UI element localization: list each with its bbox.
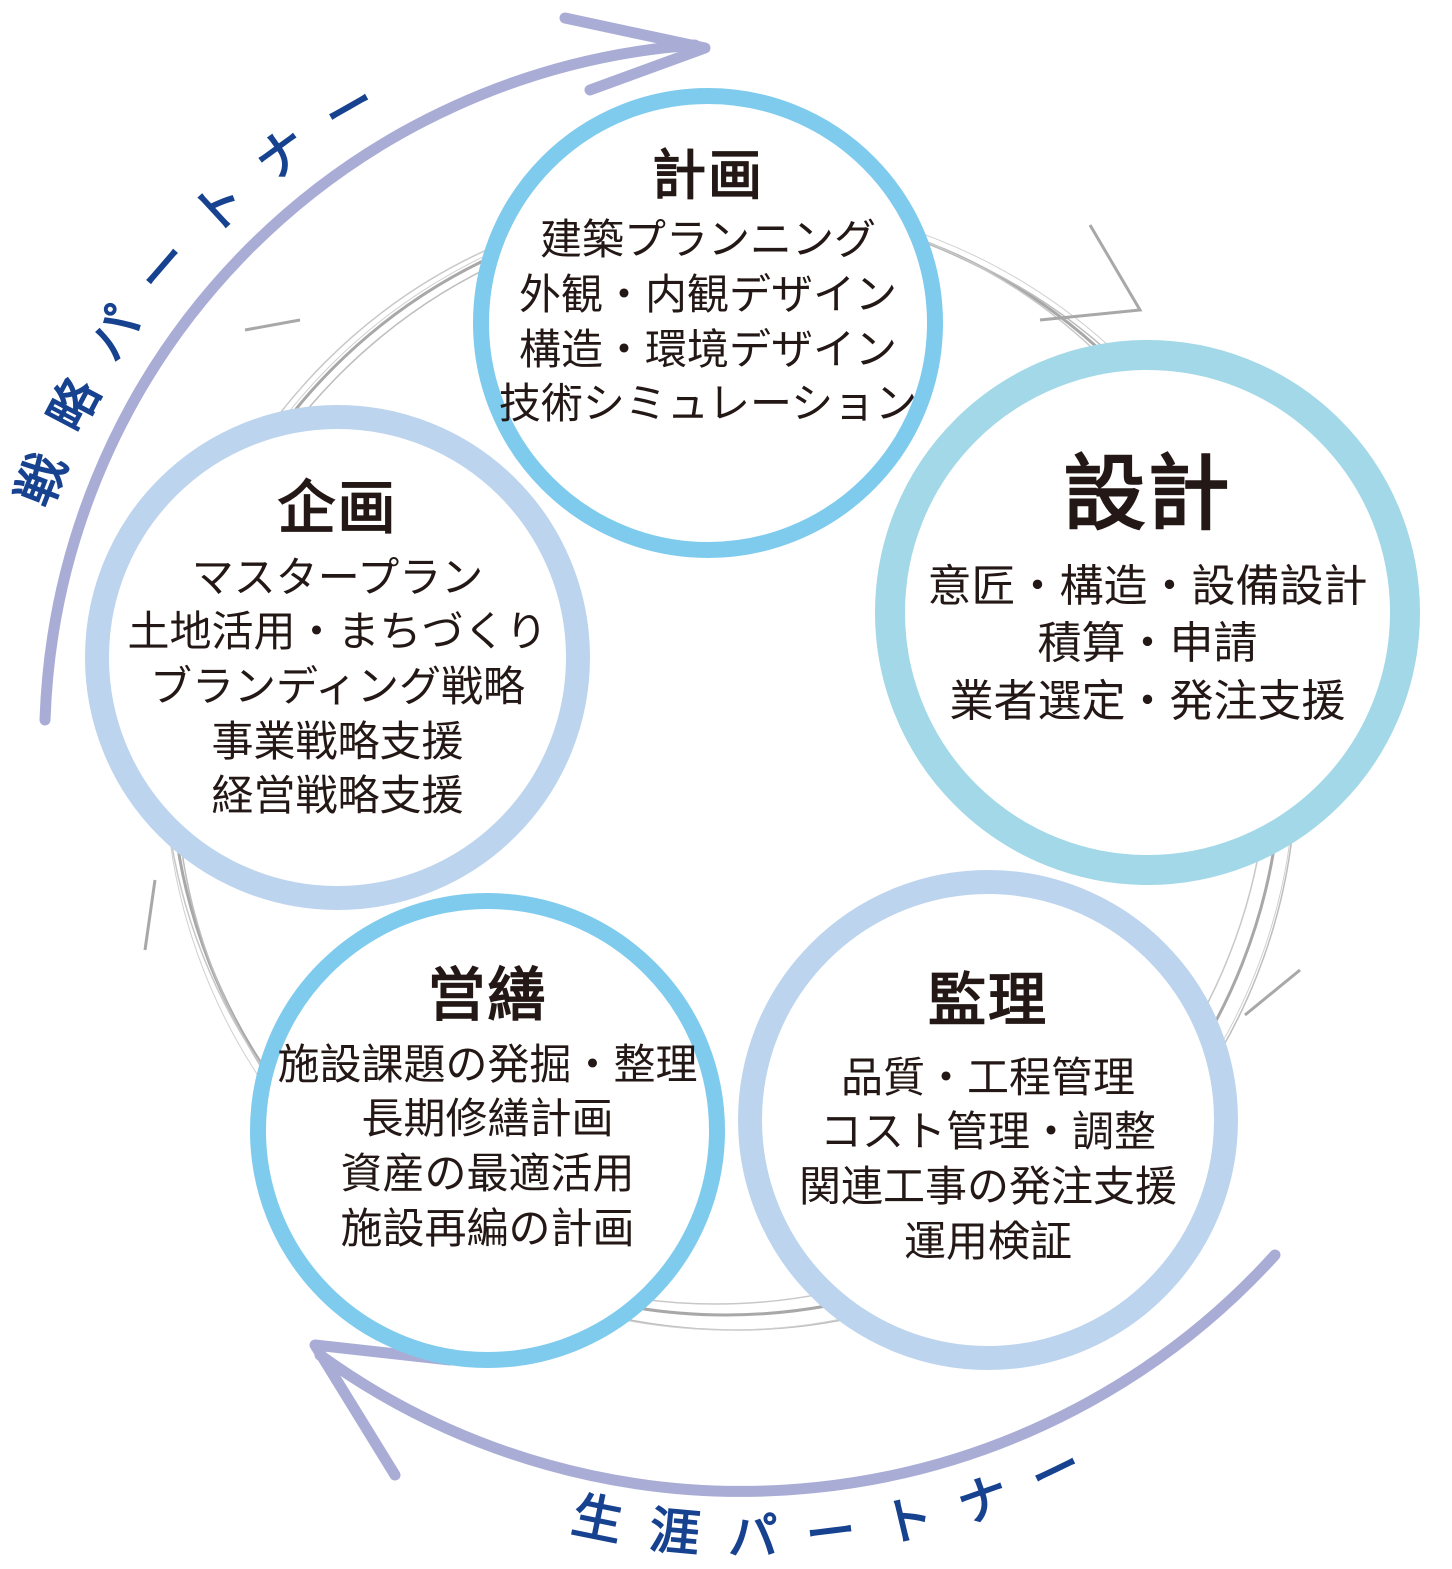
node-eizen-item: 施設再編の計画 (340, 1203, 635, 1253)
node-keikaku: 計画 建築プランニング 外観・内観デザイン 構造・環境デザイン 技術シミュレーシ… (473, 88, 943, 558)
node-sekkei-item: 意匠・構造・設備設計 (927, 561, 1368, 613)
node-eizen-item: 長期修繕計画 (361, 1094, 614, 1144)
node-kikaku-title: 企画 (277, 474, 398, 542)
node-eizen-item: 施設課題の発掘・整理 (277, 1039, 698, 1089)
node-kikaku-items: マスタープラン 土地活用・まちづくり ブランディング戦略 事業戦略支援 経営戦略… (127, 551, 547, 824)
node-kanri-title: 監理 (927, 966, 1048, 1034)
node-eizen-item: 資産の最適活用 (340, 1148, 635, 1198)
node-keikaku-items: 建築プランニング 外観・内観デザイン 構造・環境デザイン 技術シミュレーション (499, 213, 917, 431)
node-kikaku-item: 事業戦略支援 (211, 716, 464, 766)
node-kikaku: 企画 マスタープラン 土地活用・まちづくり ブランディング戦略 事業戦略支援 経… (85, 405, 590, 910)
node-sekkei: 設計 意匠・構造・設備設計 積算・申請 業者選定・発注支援 (875, 340, 1420, 885)
node-kanri-item: コスト管理・調整 (819, 1107, 1156, 1157)
node-sekkei-item: 積算・申請 (1037, 618, 1258, 670)
node-keikaku-item: 構造・環境デザイン (518, 324, 897, 374)
node-keikaku-title: 計画 (652, 144, 764, 207)
node-sekkei-item: 業者選定・発注支援 (949, 675, 1346, 727)
node-keikaku-item: 建築プランニング (539, 215, 876, 265)
node-kanri: 監理 品質・工程管理 コスト管理・調整 関連工事の発注支援 運用検証 (738, 870, 1238, 1370)
node-eizen-items: 施設課題の発掘・整理 長期修繕計画 資産の最適活用 施設再編の計画 (277, 1038, 697, 1256)
node-kikaku-item: マスタープラン (191, 552, 484, 602)
node-kikaku-item: 経営戦略支援 (211, 771, 464, 821)
node-kanri-item: 品質・工程管理 (840, 1052, 1135, 1102)
node-sekkei-title: 設計 (1063, 447, 1232, 542)
node-kikaku-item: ブランディング戦略 (149, 661, 526, 711)
node-sekkei-items: 意匠・構造・設備設計 積算・申請 業者選定・発注支援 (928, 558, 1368, 730)
lifetime-partner-text: 生涯パートナー (567, 1422, 1088, 1567)
lifetime-partner-label: 生涯パートナー (567, 1422, 1118, 1567)
node-keikaku-item: 技術シミュレーション (498, 379, 918, 429)
node-eizen: 営繕 施設課題の発掘・整理 長期修繕計画 資産の最適活用 施設再編の計画 (250, 893, 725, 1368)
outer-arrow-strategic (39, 12, 711, 726)
node-keikaku-item: 外観・内観デザイン (518, 269, 897, 319)
outer-arrow-lifetime (309, 1249, 1281, 1497)
node-eizen-title: 営繕 (427, 961, 548, 1029)
inner-cycle-arrowheads (143, 224, 1301, 1017)
node-kanri-item: 運用検証 (903, 1216, 1072, 1266)
node-kikaku-item: 土地活用・まちづくり (127, 607, 548, 657)
node-kanri-item: 関連工事の発注支援 (798, 1161, 1177, 1211)
node-kanri-items: 品質・工程管理 コスト管理・調整 関連工事の発注支援 運用検証 (799, 1051, 1177, 1269)
